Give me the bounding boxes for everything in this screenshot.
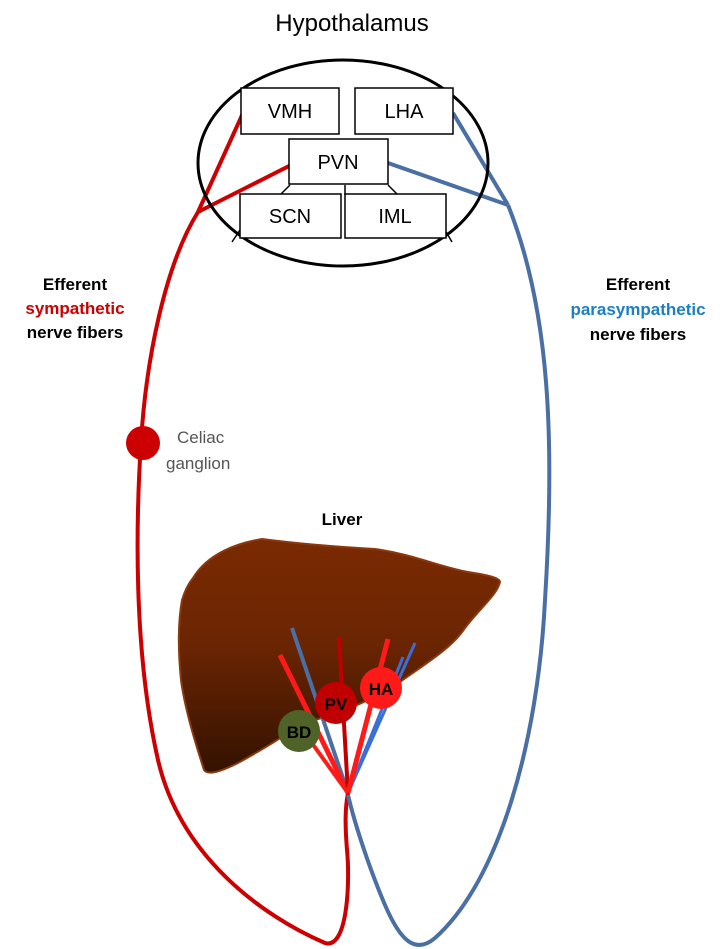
iml-label: IML [378,206,411,228]
svg-text:HA: HA [369,680,394,699]
svg-text:ganglion: ganglion [166,454,230,473]
sympathetic-label: Efferent sympathetic nerve fibers [25,275,124,342]
lha-parasympathetic-branch [453,113,508,205]
liver-title: Liver [322,510,363,529]
vmh-box: VMH [241,88,339,134]
svg-text:Efferent: Efferent [43,275,108,294]
hypothalamus-title: Hypothalamus [275,10,428,37]
lha-label: LHA [385,101,425,123]
svg-text:Celiac: Celiac [177,428,225,447]
svg-text:nerve fibers: nerve fibers [590,325,686,344]
scn-box: SCN [240,194,341,238]
vmh-label: VMH [268,101,312,123]
lha-box: LHA [355,88,453,134]
iml-box: IML [345,194,446,238]
pvn-box: PVN [289,139,388,184]
hepatic-artery-node: HA [360,667,402,709]
pvn-label: PVN [317,152,358,174]
svg-text:parasympathetic: parasympathetic [570,300,705,319]
svg-text:PV: PV [325,695,348,714]
parasympathetic-label: Efferent parasympathetic nerve fibers [570,275,705,344]
svg-text:nerve fibers: nerve fibers [27,323,123,342]
portal-vein-node: PV [315,682,357,724]
bile-duct-node: BD [278,710,320,752]
celiac-ganglion-label: Celiac ganglion [166,428,230,473]
celiac-ganglion-node [126,426,160,460]
scn-label: SCN [269,206,311,228]
svg-text:sympathetic: sympathetic [25,299,124,318]
svg-text:BD: BD [287,723,312,742]
svg-text:Efferent: Efferent [606,275,671,294]
